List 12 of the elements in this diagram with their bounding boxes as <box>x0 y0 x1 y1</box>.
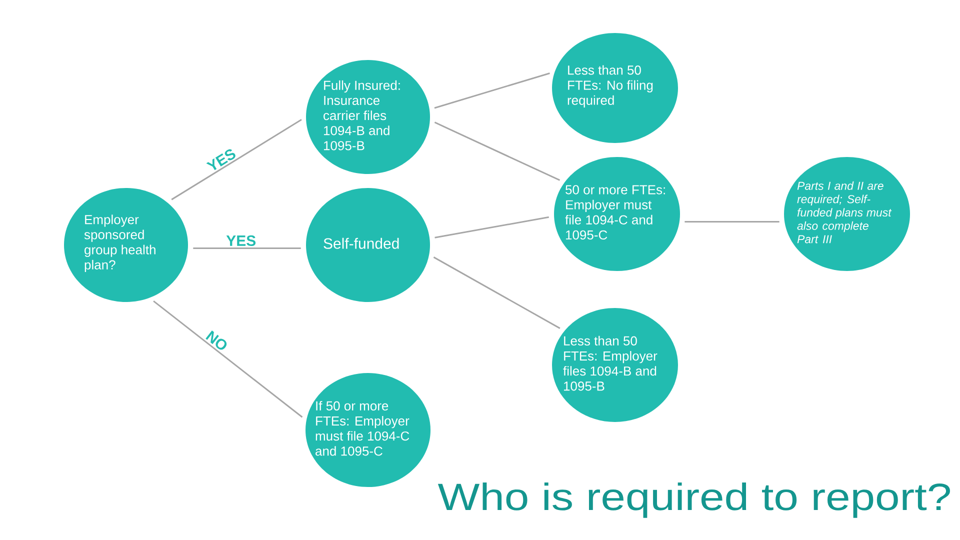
connector-line <box>684 220 780 222</box>
edge-label: YES <box>226 235 256 246</box>
connector-line <box>193 248 301 250</box>
connector-line <box>434 216 549 238</box>
connector-line <box>433 256 560 329</box>
edge-label: YES <box>206 149 236 170</box>
connector-line <box>434 72 550 109</box>
connector-line <box>171 118 302 200</box>
edge-label: NO <box>206 330 227 350</box>
connector-line <box>153 300 303 418</box>
connector-line <box>434 122 560 181</box>
title: Who is required to report? <box>438 482 950 518</box>
